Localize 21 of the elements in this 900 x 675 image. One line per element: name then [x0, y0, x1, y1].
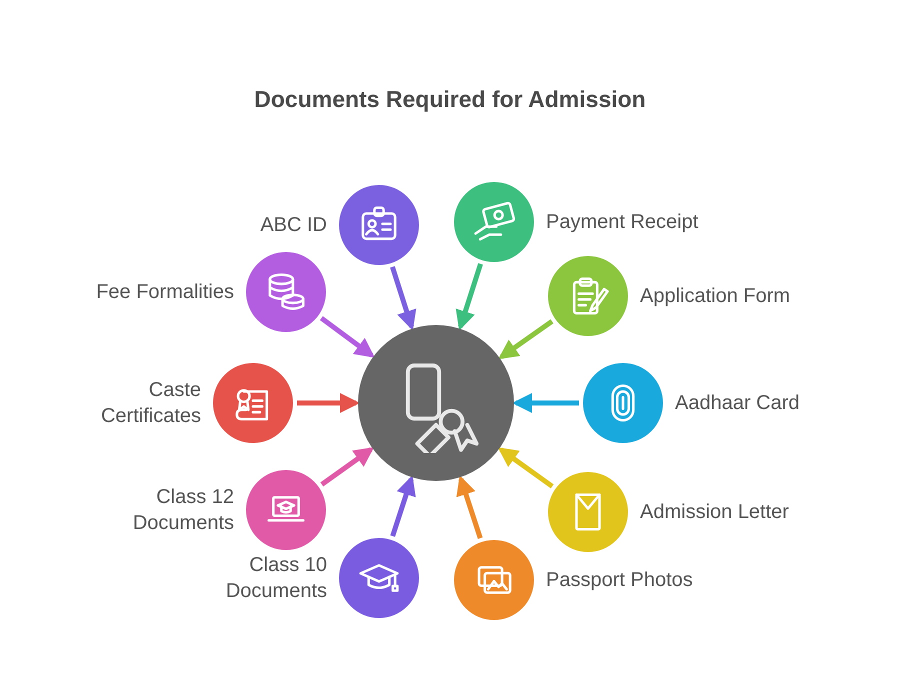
arrow: [390, 475, 416, 537]
document-label: Caste Certificates: [100, 378, 201, 429]
arrow: [456, 263, 483, 331]
arrow: [456, 475, 483, 539]
diagram-title: Documents Required for Admission: [253, 86, 647, 113]
arrow: [512, 393, 579, 413]
arrow: [498, 447, 554, 488]
document-label: Passport Photos: [546, 568, 694, 593]
arrow: [297, 393, 360, 413]
document-label: Aadhaar Card: [675, 391, 801, 416]
document-label: Fee Formalities: [95, 280, 234, 305]
arrow: [390, 266, 416, 331]
document-label: ABC ID: [259, 213, 327, 238]
arrow: [320, 316, 375, 358]
document-label: Class 12 Documents: [132, 485, 234, 536]
document-label: Admission Letter: [640, 500, 790, 525]
document-label: Application Form: [640, 284, 792, 309]
document-label: Payment Receipt: [546, 210, 700, 235]
arrow: [498, 319, 554, 360]
document-label: Class 10 Documents: [224, 553, 327, 604]
arrow: [320, 447, 374, 486]
